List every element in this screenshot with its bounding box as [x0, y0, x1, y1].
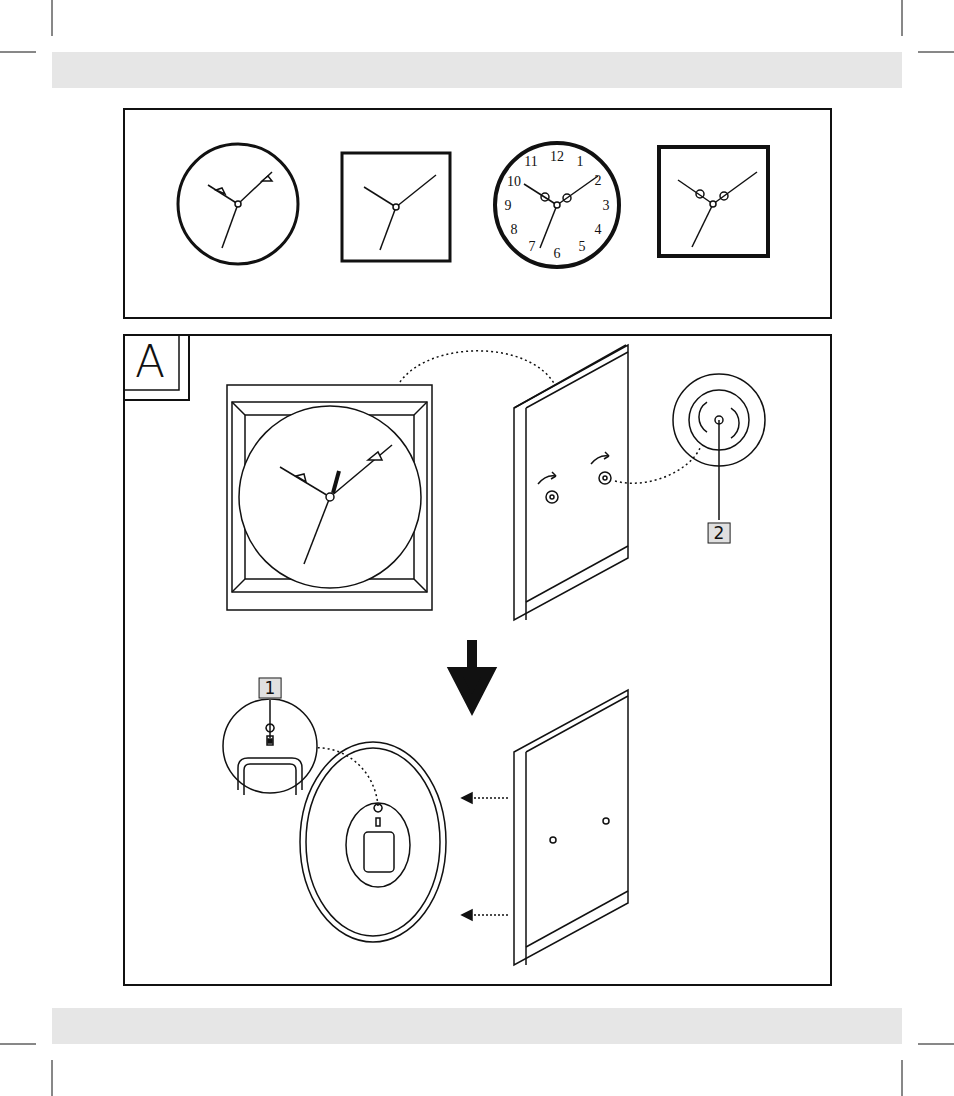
- clock-numeral: 3: [603, 199, 610, 213]
- callout-number: 2: [708, 523, 731, 544]
- clock-numeral: 12: [550, 150, 564, 164]
- clock-numeral: 8: [511, 223, 518, 237]
- clock-numeral: 4: [595, 223, 602, 237]
- clock-numeral: 10: [507, 175, 521, 189]
- panel-letter: A: [135, 340, 165, 384]
- clock-numeral: 7: [529, 240, 536, 254]
- clock-numeral: 6: [554, 247, 561, 261]
- clock-numeral: 11: [524, 155, 537, 169]
- callout-number: 1: [259, 678, 282, 699]
- clock-numeral: 2: [595, 174, 602, 188]
- clock-numeral: 5: [579, 240, 586, 254]
- clock-numeral: 9: [505, 199, 512, 213]
- clock-numeral: 1: [577, 155, 584, 169]
